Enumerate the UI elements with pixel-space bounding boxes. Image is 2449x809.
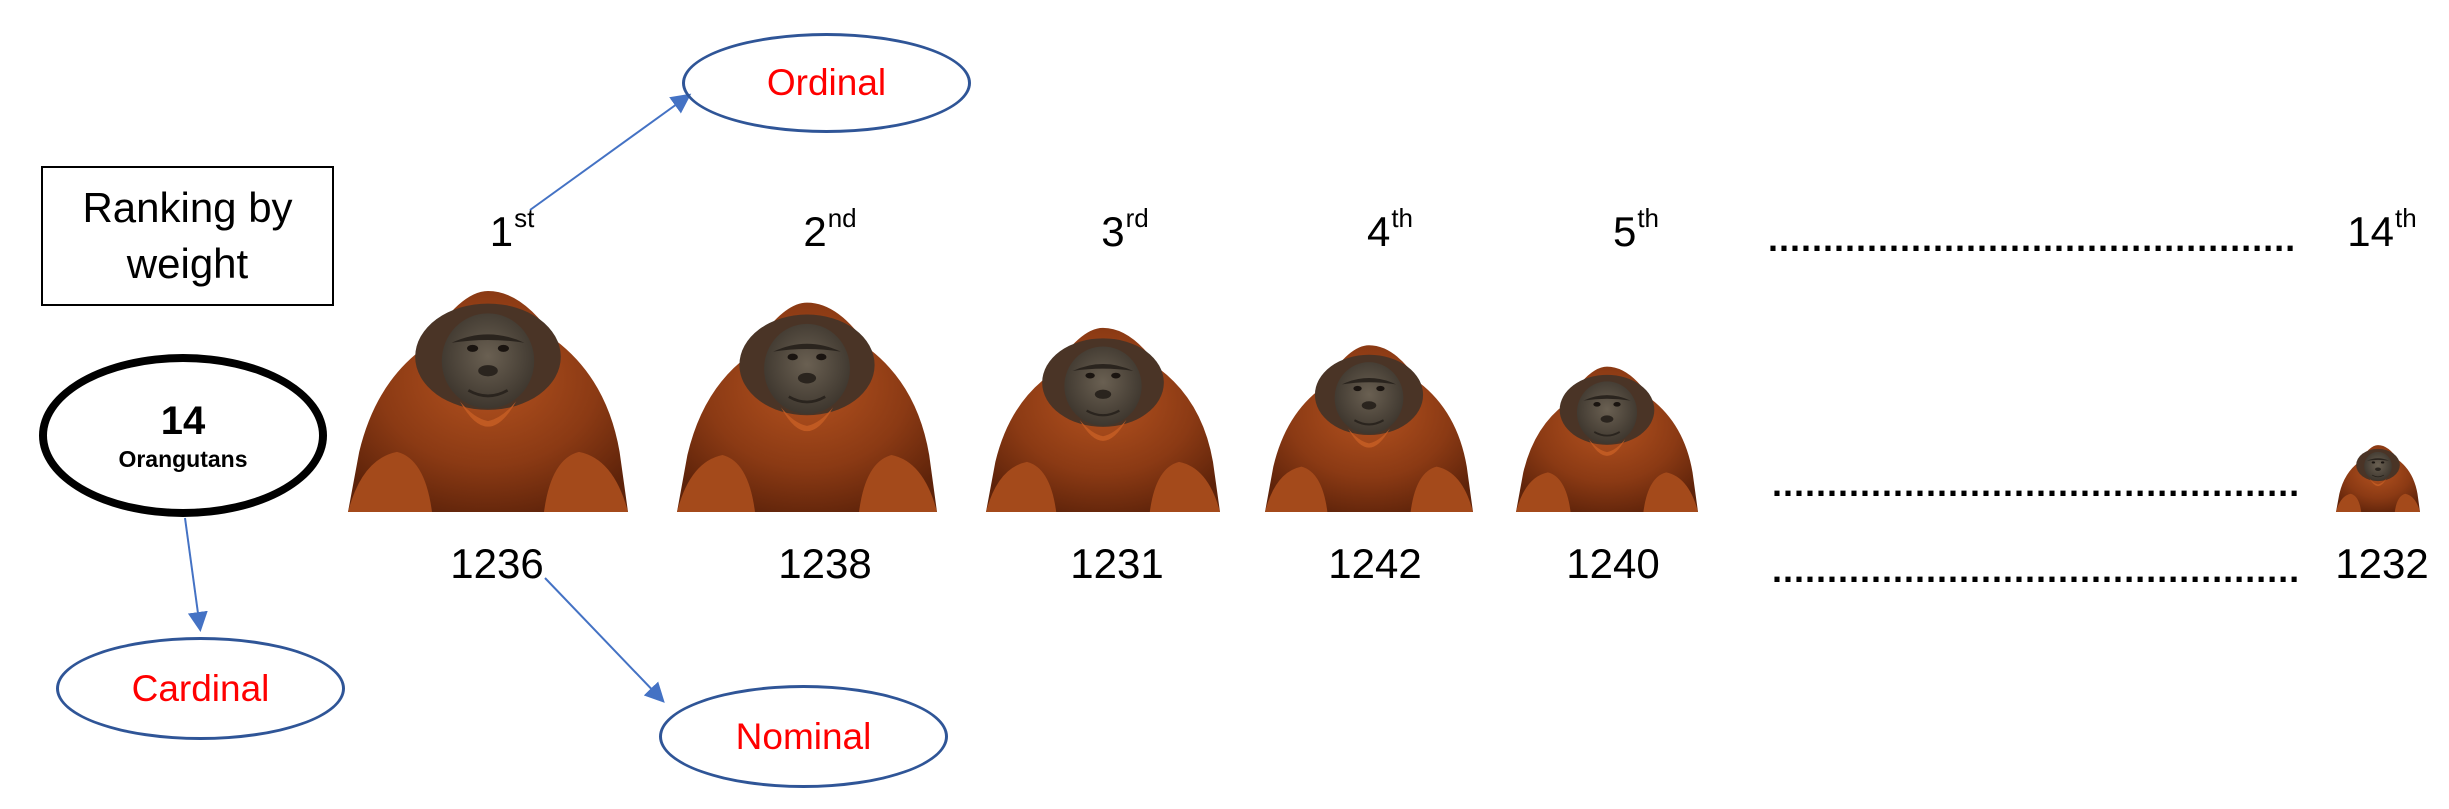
orangutan-image-4 <box>1265 340 1473 512</box>
orangutan-id: 1238 <box>778 540 872 587</box>
ordinal-oval: Ordinal <box>682 33 971 133</box>
ellipsis-image-row: ........................................… <box>1772 463 2301 504</box>
orangutan-image-2 <box>677 296 937 512</box>
nominal-oval: Nominal <box>659 685 948 788</box>
orangutan-id: 1240 <box>1566 540 1660 587</box>
title-line-1: Ranking by <box>82 184 293 231</box>
total-count-oval: 14 Orangutans <box>39 354 327 517</box>
orangutan-image-3 <box>986 322 1220 512</box>
rank-label: 1st <box>489 202 535 256</box>
total-label: Orangutans <box>118 445 248 472</box>
rank-label: 14th <box>2347 202 2417 256</box>
orangutan-id: 1236 <box>450 540 544 587</box>
orangutan-id: 1242 <box>1328 540 1422 587</box>
arrow-to-nominal <box>544 577 665 703</box>
cardinal-label: Cardinal <box>131 667 270 709</box>
total-count: 14 <box>160 398 206 443</box>
title-line-2: weight <box>126 240 249 287</box>
ellipsis-id-row: ........................................… <box>1772 549 2301 590</box>
orangutan-image-14 <box>2336 443 2420 512</box>
nominal-label: Nominal <box>735 715 872 757</box>
ordinal-label: Ordinal <box>766 62 887 103</box>
rank-label: 4th <box>1366 202 1414 256</box>
arrow-to-cardinal <box>184 517 208 632</box>
rank-label: 3rd <box>1101 202 1149 256</box>
rank-label: 2nd <box>803 202 857 256</box>
orangutan-id: 1231 <box>1070 540 1164 587</box>
rank-label: 5th <box>1612 202 1660 256</box>
ellipsis-rank-row: ........................................… <box>1768 218 2297 259</box>
ranking-title-box: Ranking by weight <box>41 166 334 306</box>
orangutan-id: 1232 <box>2335 540 2429 587</box>
cardinal-oval: Cardinal <box>56 637 345 740</box>
orangutan-image-5 <box>1516 362 1698 512</box>
arrow-to-ordinal <box>529 93 692 211</box>
orangutan-image-1 <box>348 284 628 512</box>
